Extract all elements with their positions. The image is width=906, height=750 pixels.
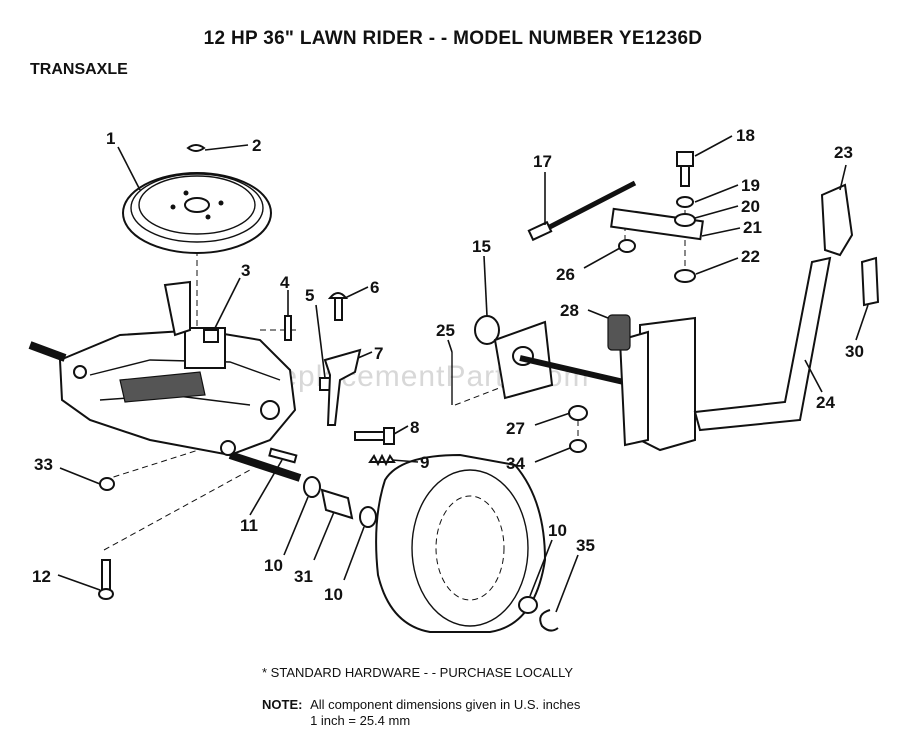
lever-clip — [860, 256, 880, 307]
nut — [618, 239, 636, 253]
washer — [518, 596, 538, 614]
callout-5: 5 — [305, 286, 314, 305]
lever-knob — [820, 183, 854, 257]
callout-2: 2 — [252, 136, 261, 155]
brake-rod — [527, 180, 637, 242]
washer — [674, 213, 696, 227]
callout-21: 21 — [743, 218, 762, 237]
callout-3: 3 — [241, 261, 250, 280]
washer — [674, 269, 696, 283]
callout-9: 9 — [420, 453, 429, 472]
callout-1: 1 — [106, 129, 115, 148]
callout-33: 33 — [34, 455, 53, 474]
spring — [368, 453, 396, 467]
washer — [568, 405, 588, 421]
callout-19: 19 — [741, 176, 760, 195]
link-plate — [610, 207, 704, 241]
nut — [99, 477, 115, 491]
callout-18: 18 — [736, 126, 755, 145]
shift-arm — [323, 348, 362, 426]
callout-11: 11 — [240, 516, 258, 535]
diagram-title: 12 HP 36" LAWN RIDER - - MODEL NUMBER YE… — [203, 28, 703, 49]
shift-key — [284, 315, 292, 341]
washer — [359, 506, 377, 528]
adjust-bolt — [354, 427, 395, 445]
axle-key — [268, 447, 298, 464]
callout-10-b: 10 — [324, 585, 343, 604]
callout-23: 23 — [834, 143, 853, 162]
pulley-clip — [186, 144, 206, 152]
callout-17: 17 — [533, 152, 552, 171]
callout-27: 27 — [506, 419, 525, 438]
callout-35: 35 — [576, 536, 595, 555]
lock-washer — [676, 196, 694, 208]
callout-25: 25 — [436, 321, 455, 340]
callout-leaders — [57, 135, 869, 613]
callout-31: 31 — [294, 567, 313, 586]
callout-20: 20 — [741, 197, 760, 216]
retaining-ring — [539, 609, 559, 632]
callout-10-a: 10 — [264, 556, 283, 575]
shift-lever — [693, 256, 832, 432]
section-label: TRANSAXLE — [30, 61, 128, 78]
dimension-note: NOTE: All component dimensions given in … — [262, 697, 580, 729]
callout-15: 15 — [472, 237, 491, 256]
bolt — [98, 559, 114, 600]
callout-34: 34 — [506, 454, 525, 473]
callout-8: 8 — [410, 418, 419, 437]
note-line-1: All component dimensions given in U.S. i… — [310, 697, 581, 712]
callout-labels: 1 2 3 4 5 6 7 8 9 10 10 10 11 12 15 17 1… — [32, 126, 864, 604]
wheel-tire — [375, 453, 547, 633]
brake-spring — [607, 314, 631, 351]
bolt — [676, 151, 694, 187]
note-line-2: 1 inch = 25.4 mm — [310, 713, 411, 728]
shoulder-bolt — [327, 292, 349, 321]
transaxle-housing — [28, 280, 302, 482]
note-label: NOTE: — [262, 697, 303, 712]
callout-24: 24 — [816, 393, 835, 412]
callout-7: 7 — [374, 344, 383, 363]
callout-30: 30 — [845, 342, 864, 361]
pedal-bracket — [618, 316, 696, 452]
pulley — [122, 172, 272, 254]
spacer — [320, 488, 354, 520]
callout-4: 4 — [280, 273, 290, 292]
callout-6: 6 — [370, 278, 379, 297]
callout-22: 22 — [741, 247, 760, 266]
callout-10-c: 10 — [548, 521, 567, 540]
washer — [303, 476, 321, 498]
callout-28: 28 — [560, 301, 579, 320]
callout-26: 26 — [556, 265, 575, 284]
callout-12: 12 — [32, 567, 51, 586]
standard-hardware-note: * STANDARD HARDWARE - - PURCHASE LOCALLY — [262, 665, 574, 680]
note-text: All component dimensions given in U.S. i… — [310, 697, 580, 729]
washer — [569, 439, 587, 453]
